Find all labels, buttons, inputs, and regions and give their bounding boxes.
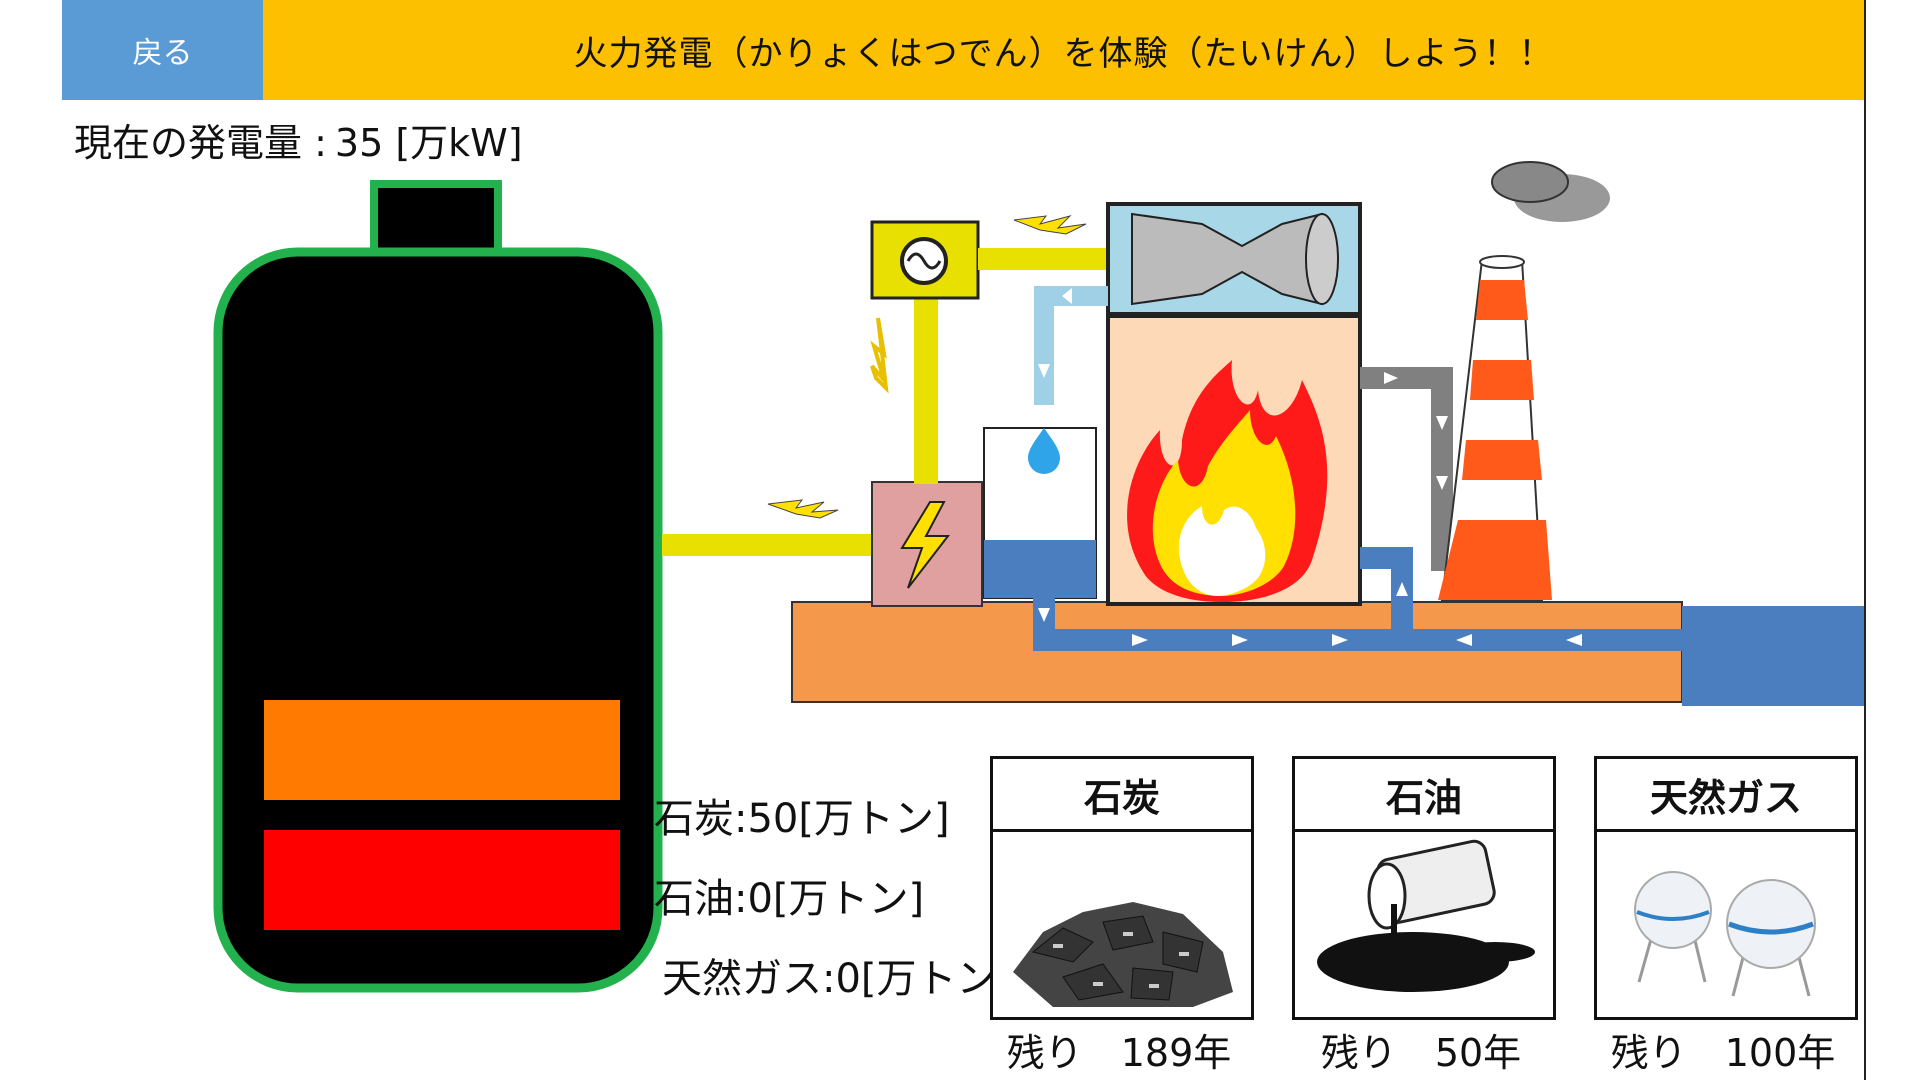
power-output-readout: 現在の発電量 :35 [万kW]	[74, 112, 523, 167]
spark-icon	[1013, 215, 1087, 235]
spark-icon	[767, 499, 839, 519]
back-button[interactable]: 戻る	[62, 0, 263, 100]
fuel-card-oil[interactable]: 石油	[1292, 756, 1556, 1020]
fuel-stock-oil: 石油:0[万トン]	[654, 876, 925, 922]
page-title: 火力発電（かりょくはつでん）を体験（たいけん）しよう！！	[573, 33, 1554, 74]
power-value: 35 [万kW]	[334, 121, 523, 165]
card-title: 石炭	[993, 759, 1251, 832]
fuel-card-coal[interactable]: 石炭	[990, 756, 1254, 1020]
fuel-card-natural-gas[interactable]: 天然ガス	[1594, 756, 1858, 1020]
battery-terminal	[370, 180, 502, 258]
oil-drum-spill-icon	[1317, 839, 1535, 992]
ground-platform	[791, 601, 1683, 703]
fuel-stock-gas: 天然ガス:0[万トン]	[662, 956, 1013, 1002]
power-label: 現在の発電量 :	[74, 121, 327, 165]
battery-body	[213, 247, 663, 993]
shaft-wire	[978, 248, 1108, 270]
sea-water	[1682, 606, 1864, 706]
power-line	[662, 534, 882, 556]
card-title: 石油	[1295, 759, 1553, 832]
battery-level-orange	[264, 700, 620, 800]
header-bar: 戻る 火力発電（かりょくはつでん）を体験（たいけん）しよう！！	[62, 0, 1864, 100]
remaining-years-natural-gas: 残り 100年	[1610, 1031, 1836, 1075]
card-title: 天然ガス	[1597, 759, 1855, 832]
smoke-cloud-icon	[1491, 161, 1610, 222]
battery-level-red	[264, 830, 620, 930]
power-plant-diagram	[662, 161, 1864, 706]
fuel-stock-coal: 石炭:50[万トン]	[654, 796, 950, 842]
app-frame: 戻る 火力発電（かりょくはつでん）を体験（たいけん）しよう！！ 現在の発電量 :…	[62, 0, 1866, 1080]
coal-pile-icon	[1013, 902, 1233, 1007]
lightning-icon	[900, 501, 951, 589]
remaining-years-oil: 残り 50年	[1320, 1031, 1522, 1075]
water-drop-icon	[1028, 428, 1060, 474]
battery-gauge	[213, 180, 663, 993]
spark-icon	[870, 317, 889, 394]
remaining-years-coal: 残り 189年	[1006, 1031, 1232, 1075]
gas-tank-icon	[1634, 871, 1816, 997]
generator-wire	[914, 292, 938, 484]
